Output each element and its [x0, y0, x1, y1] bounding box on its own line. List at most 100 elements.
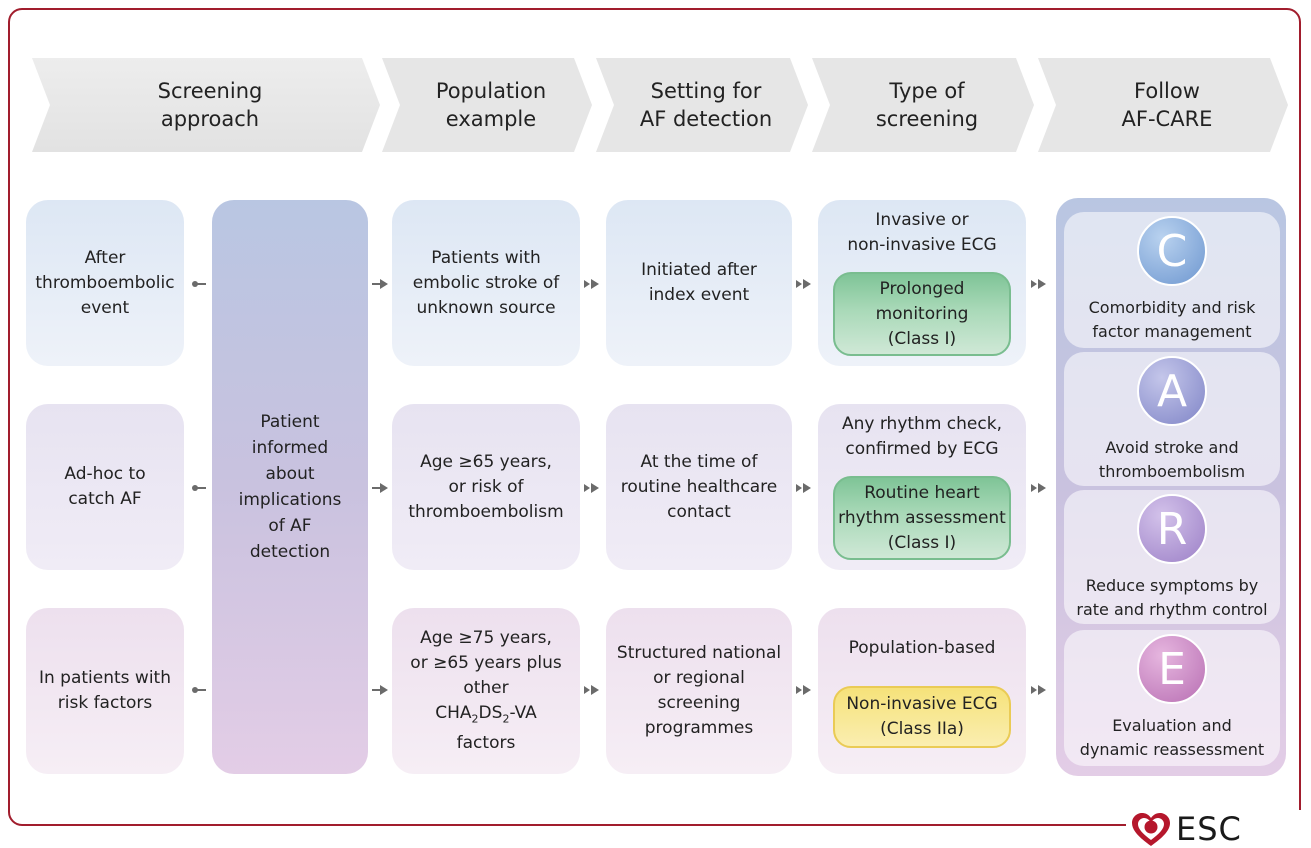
text-line: factor management [1092, 322, 1252, 341]
text-line: other [463, 677, 509, 698]
text-line: Population-based [848, 638, 996, 658]
care-letter-circle: R [1137, 494, 1207, 564]
text-line: confirmed by ECG [845, 439, 999, 459]
header-arrow-shape [596, 58, 808, 152]
text-line: unknown source [416, 297, 556, 318]
type-invasive-ecg: Invasive or non-invasive ECG Prolonged mon… [818, 200, 1026, 366]
text-line: thromboembolism [1098, 462, 1246, 481]
header-arrow-shape [32, 58, 380, 152]
text-line: index event [648, 285, 750, 305]
text-line: catch AF [68, 489, 142, 509]
text-line: event [80, 297, 130, 318]
text-line: risk factors [57, 693, 153, 713]
header-arrow-shape [382, 58, 592, 152]
text-line: screening [657, 693, 741, 713]
header-setting: Setting for AF detection [596, 58, 808, 152]
text-line: rate and rhythm control [1076, 600, 1268, 619]
text-line: Any rhythm check, [842, 414, 1002, 434]
type-rhythm-check: Any rhythm check, confirmed by ECG Routin… [818, 404, 1026, 570]
text-line: or ≥65 years plus [410, 652, 562, 673]
text-line: Patients with [431, 247, 541, 268]
text-line: of AF [268, 516, 312, 536]
text-line: Non-invasive ECG [846, 694, 998, 714]
text-line: routine healthcare [620, 476, 778, 497]
header-line: Setting for [650, 79, 762, 103]
text-line: Reduce symptoms by [1085, 576, 1259, 595]
text-line: After [84, 247, 126, 268]
population-age-75: Age ≥75 years, or ≥65 years plus other C… [392, 608, 580, 774]
population-age-65: Age ≥65 years, or risk of thromboembolism [392, 404, 580, 570]
patient-informed-box: Patient informed about implications of A… [212, 200, 368, 774]
text-line: thromboembolic [35, 272, 175, 293]
text-line: or regional [653, 668, 745, 688]
text-line: Routine heart [864, 483, 980, 503]
header-line: Screening [157, 79, 263, 103]
text-line: (Class I) [887, 533, 957, 553]
text-line: Patient [260, 412, 320, 432]
setting-routine-contact: At the time of routine healthcare contact [606, 404, 792, 570]
text-line: implications [238, 490, 342, 510]
text-line: Ad-hoc to [64, 464, 146, 484]
header-population-example: Population example [382, 58, 592, 152]
chads-sub: 2 [502, 712, 510, 726]
text-line: Age ≥75 years, [420, 627, 552, 648]
text-line: Invasive or [875, 210, 969, 230]
header-line: AF-CARE [1121, 107, 1213, 131]
esc-logo: ESC [1126, 810, 1302, 848]
text-line: monitoring [875, 304, 969, 324]
text-line: In patients with [38, 668, 171, 688]
chads-sub: 2 [471, 712, 479, 726]
text-line: Structured national [616, 643, 782, 663]
text-line: (Class IIa) [880, 719, 964, 739]
approach-risk-factors: In patients with risk factors [26, 608, 184, 774]
approach-after-event: After thromboembolic event [26, 200, 184, 366]
chads-part: -VA [509, 702, 537, 723]
text-line: contact [667, 501, 731, 522]
text-line: thromboembolism [408, 501, 564, 522]
care-letter-circle: C [1137, 216, 1207, 286]
text-line: Initiated after [641, 260, 757, 280]
text-line: programmes [644, 718, 754, 738]
chads-part: CHA [435, 702, 472, 723]
care-comorbidity: C Comorbidity and risk factor management [1064, 212, 1280, 348]
text-line: Comorbidity and risk [1088, 298, 1256, 317]
header-line: screening [875, 107, 979, 131]
text-line: embolic stroke of [412, 272, 560, 293]
text-line: Prolonged [879, 279, 965, 299]
heart-logo-icon [1132, 813, 1170, 846]
text-line: dynamic reassessment [1079, 740, 1265, 759]
class-pill: Prolonged monitoring (Class I) [833, 272, 1011, 356]
text-line: Evaluation and [1112, 716, 1232, 735]
header-line: AF detection [639, 107, 773, 131]
setting-index-event: Initiated after index event [606, 200, 792, 366]
figure-frame [8, 8, 1301, 826]
care-evaluation: E Evaluation and dynamic reassessment [1064, 630, 1280, 766]
setting-structured-programmes: Structured national or regional screening p… [606, 608, 792, 774]
text-line: At the time of [640, 451, 758, 472]
care-letter-circle: E [1137, 634, 1207, 704]
esc-logo-text: ESC [1176, 810, 1242, 848]
approach-ad-hoc: Ad-hoc to catch AF [26, 404, 184, 570]
text-line: non-invasive ECG [847, 235, 997, 255]
care-letter-circle: A [1137, 356, 1207, 426]
text-line: factors [456, 733, 516, 754]
care-reduce-symptoms: R Reduce symptoms by rate and rhythm cont… [1064, 490, 1280, 624]
chads-part: DS [478, 702, 503, 723]
class-pill: Routine heart rhythm assessment (Class I) [833, 476, 1011, 560]
class-pill: Non-invasive ECG (Class IIa) [833, 686, 1011, 748]
header-line: Population [435, 79, 547, 103]
text-line: or risk of [448, 476, 524, 497]
header-arrow-shape [812, 58, 1034, 152]
header-arrow-shape [1038, 58, 1288, 152]
text-line: Age ≥65 years, [420, 451, 552, 472]
header-line: Type of [889, 79, 965, 103]
text-line: informed [251, 438, 329, 458]
header-line: example [445, 107, 537, 131]
text-line: (Class I) [887, 329, 957, 349]
text-line: rhythm assessment [838, 508, 1006, 528]
chads-score-label: CHA2DS2-VA [410, 701, 561, 731]
header-type-of-screening: Type of screening [812, 58, 1034, 152]
header-line: approach [160, 107, 260, 131]
